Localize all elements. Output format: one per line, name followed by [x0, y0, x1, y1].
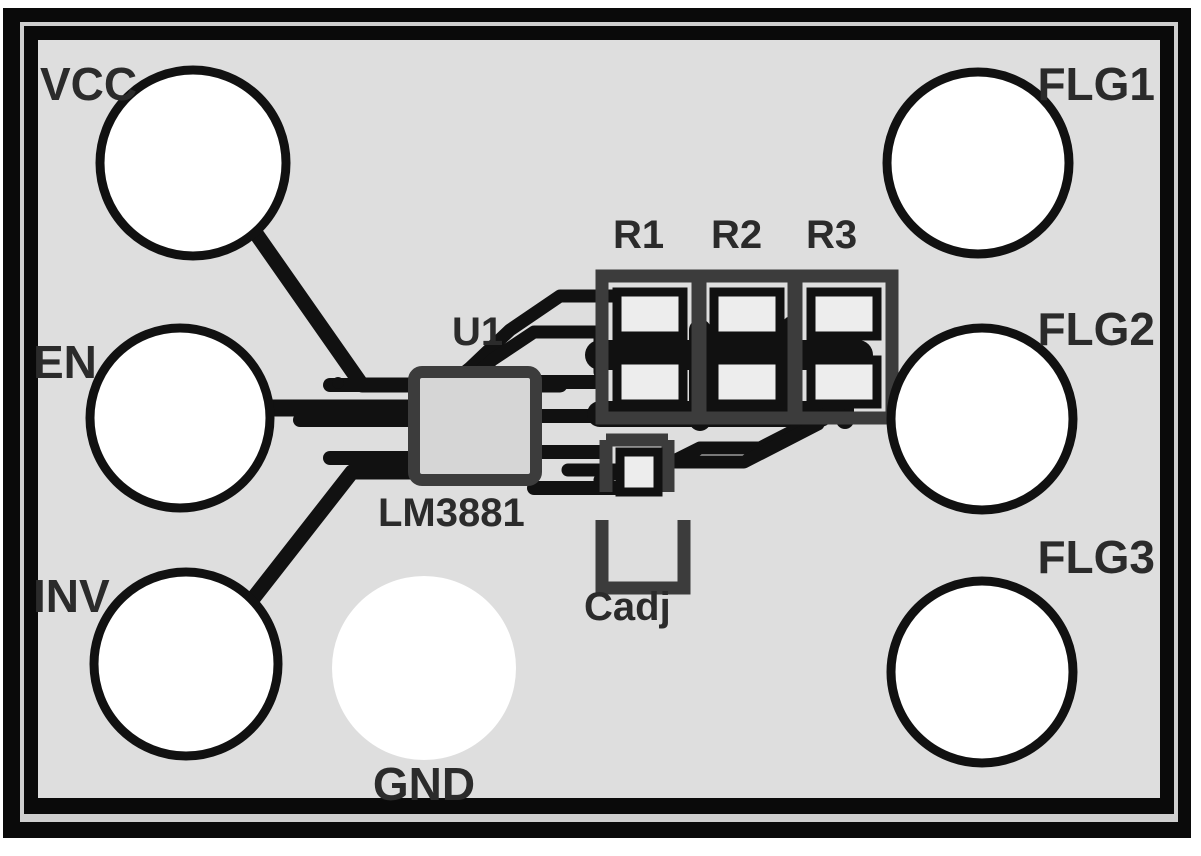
- label-lm3881: LM3881: [378, 491, 525, 535]
- r3-pad-bottom: [806, 355, 882, 409]
- label-gnd: GND: [373, 758, 475, 810]
- pad-inv[interactable]: [89, 567, 283, 761]
- r2-pad-top: [709, 287, 785, 341]
- label-u1: U1: [452, 310, 503, 354]
- r1-pad-top: [612, 287, 688, 341]
- footprint-cadj: [595, 433, 691, 595]
- cadj-silk-outline: [595, 520, 691, 595]
- footprint-u1-lm3881: [408, 366, 542, 486]
- r1-pad-bottom: [612, 355, 688, 409]
- r3-pad-top: [806, 287, 882, 341]
- trace-junction-dot: [332, 377, 344, 389]
- label-flg2: FLG2: [1037, 303, 1155, 355]
- pad-flg2[interactable]: [886, 323, 1078, 515]
- label-r2: R2: [711, 213, 762, 257]
- cadj-pad-top: [615, 447, 663, 497]
- label-vcc: VCC: [40, 58, 137, 110]
- trace-inv-to-u1: [240, 464, 426, 613]
- pad-vcc[interactable]: [95, 65, 291, 261]
- footprint-r3: [789, 269, 899, 425]
- label-r3: R3: [806, 213, 857, 257]
- label-inv: INV: [33, 570, 110, 622]
- footprint-r2: [693, 269, 801, 425]
- label-en: EN: [33, 336, 97, 388]
- r2-pad-bottom: [709, 355, 785, 409]
- pad-en[interactable]: [85, 323, 275, 513]
- pad-flg1[interactable]: [882, 67, 1074, 259]
- label-r1: R1: [613, 213, 664, 257]
- through-hole-pads: [85, 65, 1078, 768]
- cadj-silk-top-bracket: [599, 433, 675, 492]
- pad-gnd[interactable]: [332, 576, 516, 760]
- u1-body-outline: [408, 366, 542, 486]
- pad-flg3[interactable]: [886, 576, 1078, 768]
- silkscreen-labels: VCC EN INV GND FLG1 FLG2 FLG3 U1 LM3881 …: [33, 58, 1155, 810]
- r3-silk-outline: [789, 269, 899, 425]
- resistor-footprints: [595, 269, 899, 425]
- label-flg3: FLG3: [1037, 531, 1155, 583]
- label-flg1: FLG1: [1037, 58, 1155, 110]
- label-cadj: Cadj: [584, 585, 671, 629]
